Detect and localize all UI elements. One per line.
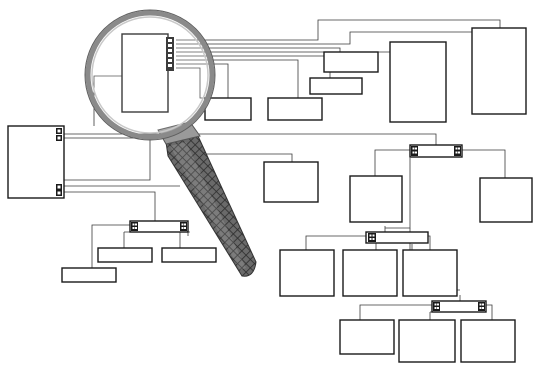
bottom-box-6 [460, 319, 516, 363]
small-box-d [323, 51, 379, 73]
right-mid-box-1 [349, 175, 403, 223]
connection-wires [64, 19, 506, 320]
bottom-box-2 [342, 249, 398, 297]
bottom-box-5 [398, 319, 456, 363]
connector-bar-1 [409, 144, 463, 158]
magnified-component-box [121, 33, 169, 113]
small-box-f [161, 247, 217, 263]
top-right-box-1 [389, 41, 447, 123]
top-right-box-2 [471, 27, 527, 115]
connector-bar-4 [431, 300, 487, 313]
connector-bar-2 [129, 220, 189, 233]
center-box [263, 161, 319, 203]
small-box-c [309, 77, 363, 95]
connector-ports [56, 37, 485, 311]
bottom-box-4 [339, 319, 395, 355]
small-box-g [61, 267, 117, 283]
right-mid-box-2 [479, 177, 533, 223]
left-main-box [7, 125, 65, 199]
connector-bar-3 [365, 231, 429, 244]
bottom-box-1 [279, 249, 335, 297]
small-box-a [204, 97, 252, 121]
small-box-b [267, 97, 323, 121]
bottom-box-3 [402, 249, 458, 297]
small-box-e [97, 247, 153, 263]
component-boxes [7, 27, 533, 363]
magnifying-glass-icon [84, 9, 257, 277]
